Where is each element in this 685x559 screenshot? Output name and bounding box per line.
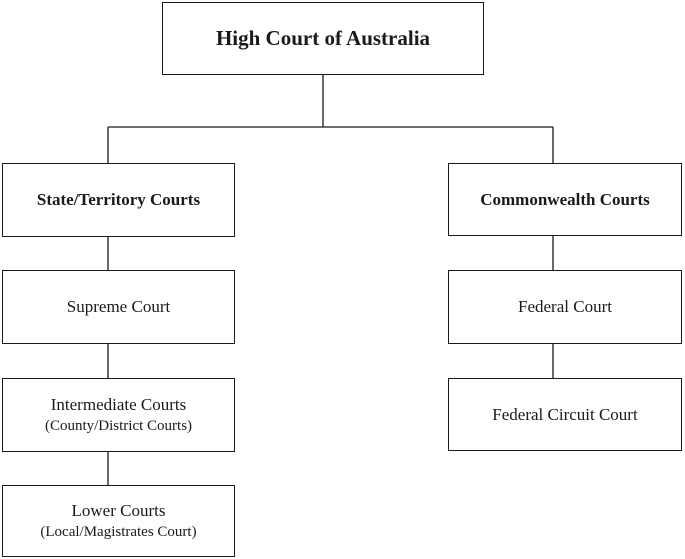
intermediate-courts-label: Intermediate Courts [50, 395, 187, 414]
state-territory-courts-box: State/Territory Courts [2, 163, 235, 237]
commonwealth-courts-box: Commonwealth Courts [448, 163, 682, 236]
lower-courts-label: Lower Courts [71, 501, 166, 520]
supreme-court-label: Supreme Court [66, 297, 171, 316]
lower-courts-sublabel: (Local/Magistrates Court) [40, 524, 197, 540]
lower-courts-box: Lower Courts (Local/Magistrates Court) [2, 485, 235, 557]
high-court-box: High Court of Australia [162, 2, 484, 75]
federal-circuit-court-label: Federal Circuit Court [492, 404, 638, 424]
federal-circuit-court-box: Federal Circuit Court [448, 378, 682, 451]
federal-court-label: Federal Court [518, 297, 612, 316]
state-territory-courts-label: State/Territory Courts [36, 190, 201, 209]
intermediate-courts-box: Intermediate Courts (County/District Cou… [2, 378, 235, 452]
supreme-court-box: Supreme Court [2, 270, 235, 344]
high-court-label: High Court of Australia [215, 26, 431, 50]
federal-court-box: Federal Court [448, 270, 682, 344]
intermediate-courts-sublabel: (County/District Courts) [44, 418, 193, 434]
commonwealth-courts-label: Commonwealth Courts [480, 189, 650, 209]
